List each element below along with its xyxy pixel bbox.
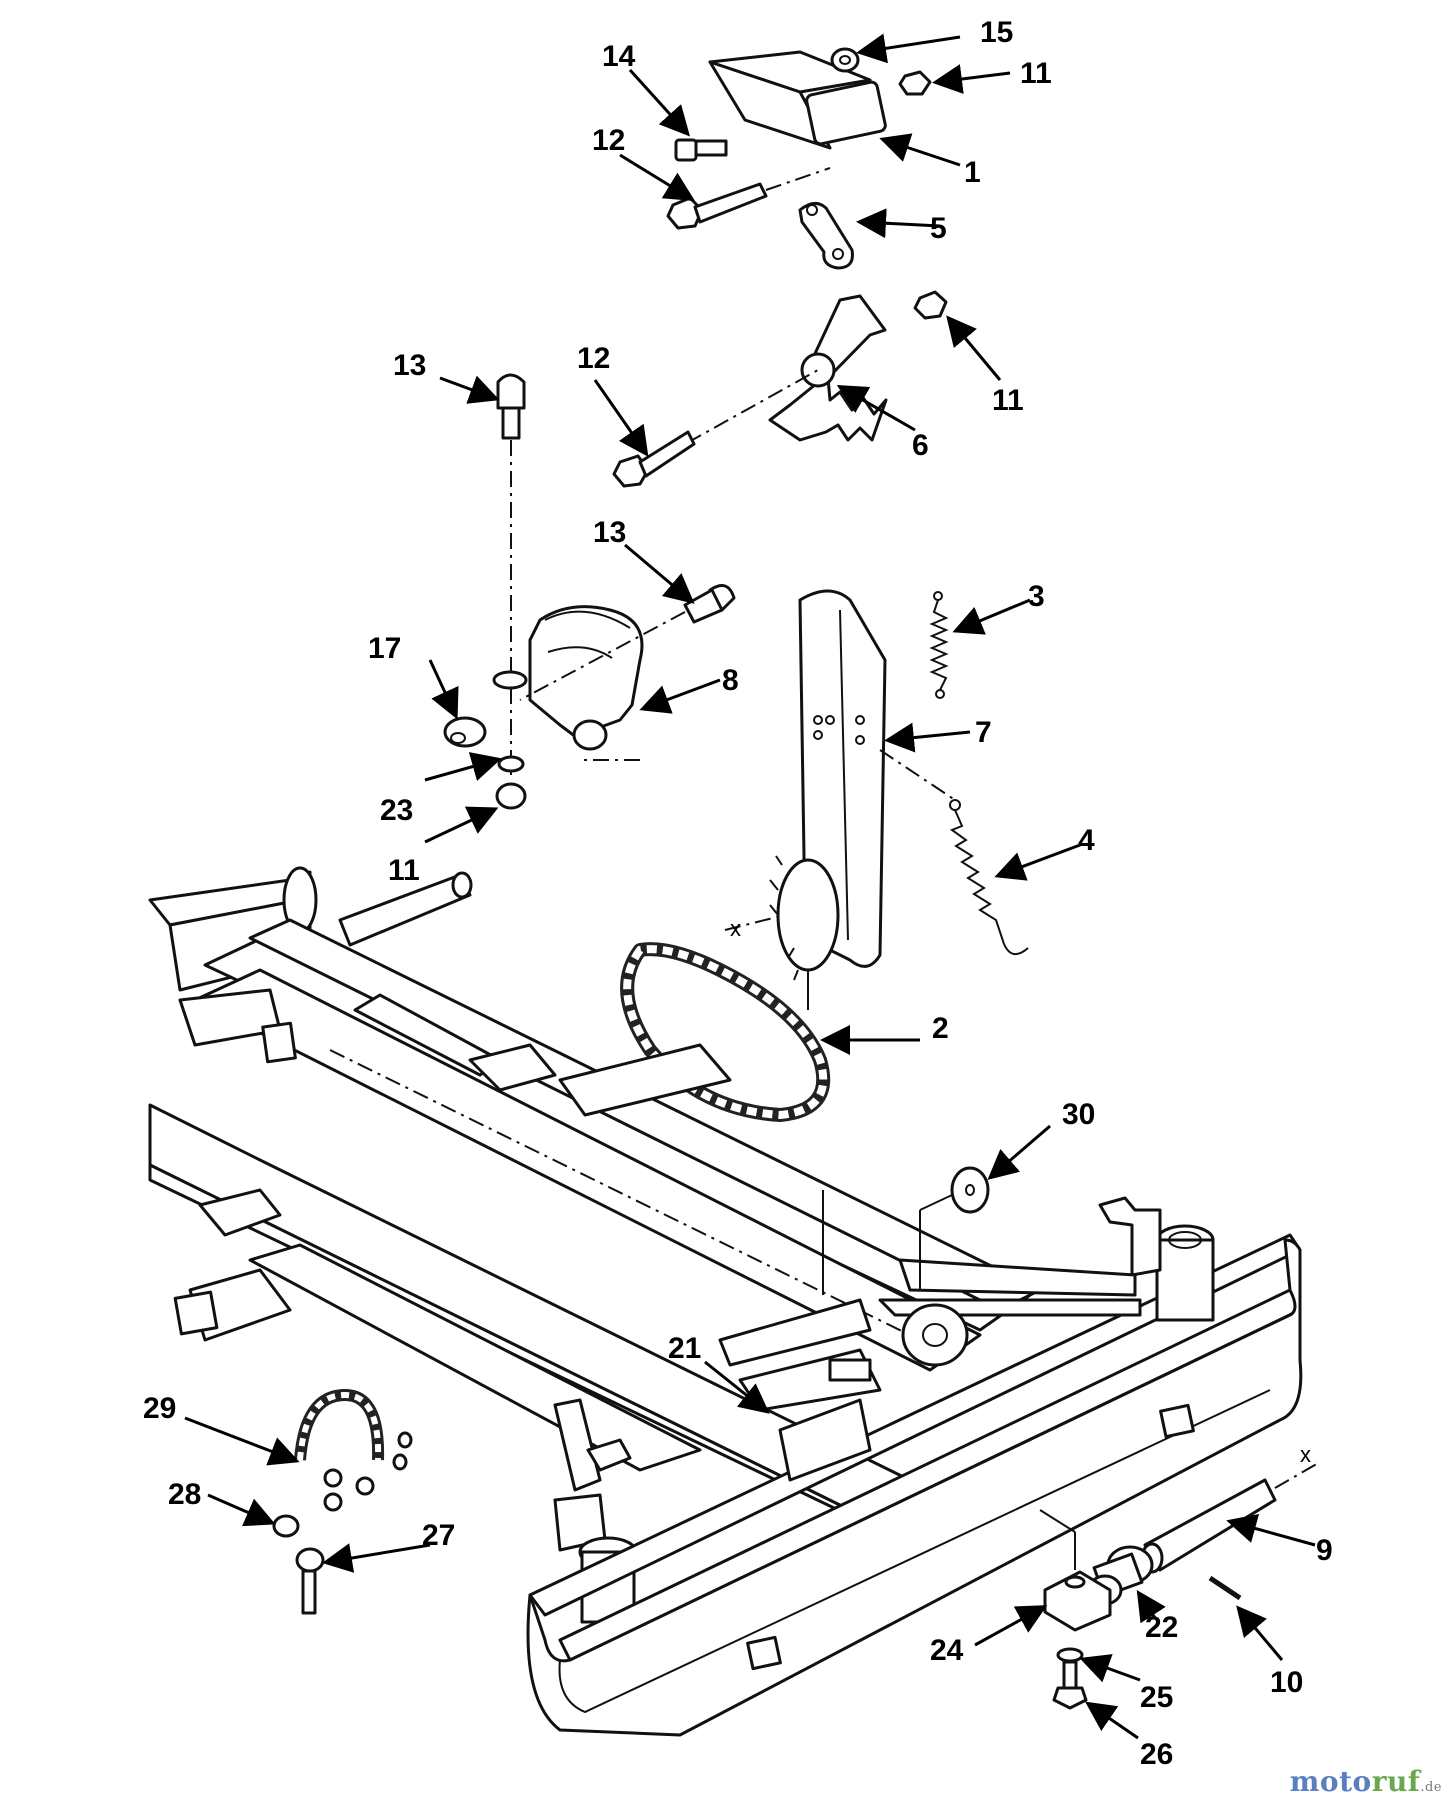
brand-watermark: motoruf.de (1290, 1765, 1442, 1798)
spring-3 (929, 591, 949, 699)
bolt-26 (1052, 1660, 1088, 1710)
callout-11-bottom: 11 (388, 854, 420, 887)
x-mark-left: x (730, 916, 741, 941)
callout-29: 29 (143, 1392, 176, 1425)
callout-27: 27 (422, 1519, 455, 1552)
callout-11-right: 11 (992, 384, 1024, 417)
callout-21: 21 (668, 1332, 701, 1365)
callout-3: 3 (1028, 580, 1045, 613)
callout-14: 14 (602, 40, 636, 73)
spring-4 (949, 799, 1029, 955)
chain-piece-29 (294, 1388, 413, 1512)
callout-10: 10 (1270, 1666, 1303, 1699)
ratchet-arm-6 (659, 294, 888, 459)
bolt-13-horizontal (519, 584, 736, 701)
bolt-13-vertical (496, 373, 526, 780)
pedal-plate (708, 50, 887, 150)
callout-8: 8 (722, 664, 739, 697)
pin-27 (295, 1547, 325, 1615)
chain-loop-2 (620, 942, 831, 1122)
callout-1: 1 (964, 156, 981, 189)
nut-11-bottom (495, 782, 527, 810)
callout-4: 4 (1078, 824, 1095, 857)
bolt-12-mid (612, 430, 696, 488)
callout-22: 22 (1145, 1611, 1178, 1644)
spacer-17 (443, 716, 487, 748)
frame-assembly (148, 866, 1303, 1737)
sprocket-top (724, 855, 840, 1010)
nut-11-right (913, 290, 948, 320)
x-mark-right: x (1300, 1442, 1311, 1467)
callout-13-vertical: 13 (393, 349, 426, 382)
watermark-brand-a: moto (1289, 1765, 1372, 1798)
callout-12-mid: 12 (577, 342, 610, 375)
clamp-24 (1039, 1509, 1112, 1632)
callout-25: 25 (1140, 1681, 1173, 1714)
callout-30: 30 (1062, 1098, 1095, 1131)
callout-23: 23 (380, 794, 413, 827)
watermark-suffix: .de (1420, 1780, 1442, 1795)
washer-30 (919, 1166, 990, 1290)
pin-10 (1208, 1575, 1242, 1601)
callout-6: 6 (912, 429, 929, 462)
washer-15 (830, 47, 860, 73)
callout-7: 7 (975, 716, 992, 749)
washer-23 (497, 755, 525, 773)
callout-9: 9 (1316, 1534, 1333, 1567)
callout-11-top: 11 (1020, 57, 1052, 90)
link-5 (798, 202, 854, 270)
callout-2: 2 (932, 1012, 949, 1045)
link-28 (272, 1514, 300, 1538)
callout-28: 28 (168, 1478, 201, 1511)
callout-15: 15 (980, 16, 1013, 49)
leader-arrows (184, 33, 1316, 1740)
callout-13-horizontal: 13 (593, 516, 626, 549)
watermark-brand-b: ruf (1371, 1765, 1421, 1798)
sector-bracket-8 (492, 605, 644, 761)
bolt-14 (674, 138, 728, 162)
callout-24: 24 (930, 1634, 964, 1667)
bolt-12-top (666, 167, 831, 230)
callout-5: 5 (930, 212, 947, 245)
washer-25 (1056, 1647, 1084, 1663)
callout-17: 17 (368, 632, 401, 665)
callout-12-top: 12 (592, 124, 625, 157)
callout-26: 26 (1140, 1738, 1173, 1771)
nut-11-top (898, 70, 932, 96)
